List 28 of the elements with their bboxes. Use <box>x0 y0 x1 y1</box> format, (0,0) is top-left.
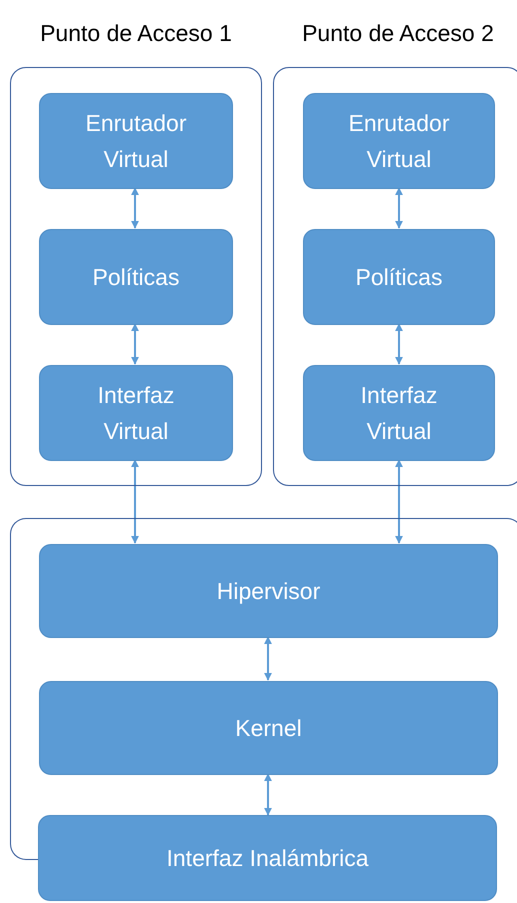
box-label: Hipervisor <box>216 577 320 606</box>
box-label: Enrutador Virtual <box>84 109 188 174</box>
box-label: Políticas <box>356 263 442 292</box>
process-box <box>303 93 495 189</box>
double-arrow <box>395 459 403 544</box>
double-arrow <box>131 187 139 229</box>
process-box <box>38 815 497 901</box>
box-label: Políticas <box>92 263 180 292</box>
group-heading: Punto de Acceso 1 <box>39 19 233 48</box>
box-label: Interfaz Virtual <box>360 381 438 446</box>
double-arrow <box>395 323 403 365</box>
box-label: Interfaz Inalámbrica <box>166 844 368 873</box>
process-box <box>39 681 498 775</box>
box-label: Interfaz Virtual <box>96 381 176 446</box>
process-box <box>39 229 233 325</box>
double-arrow <box>131 323 139 365</box>
process-box <box>39 93 233 189</box>
double-arrow <box>131 459 139 544</box>
process-box <box>39 365 233 461</box>
double-arrow <box>264 636 272 681</box>
process-box <box>39 544 498 638</box>
group-heading: Punto de Acceso 2 <box>301 19 495 48</box>
box-label: Enrutador Virtual <box>347 109 450 174</box>
double-arrow <box>264 773 272 816</box>
box-label: Kernel <box>235 714 302 743</box>
double-arrow <box>395 187 403 229</box>
process-box <box>303 365 495 461</box>
process-box <box>303 229 495 325</box>
